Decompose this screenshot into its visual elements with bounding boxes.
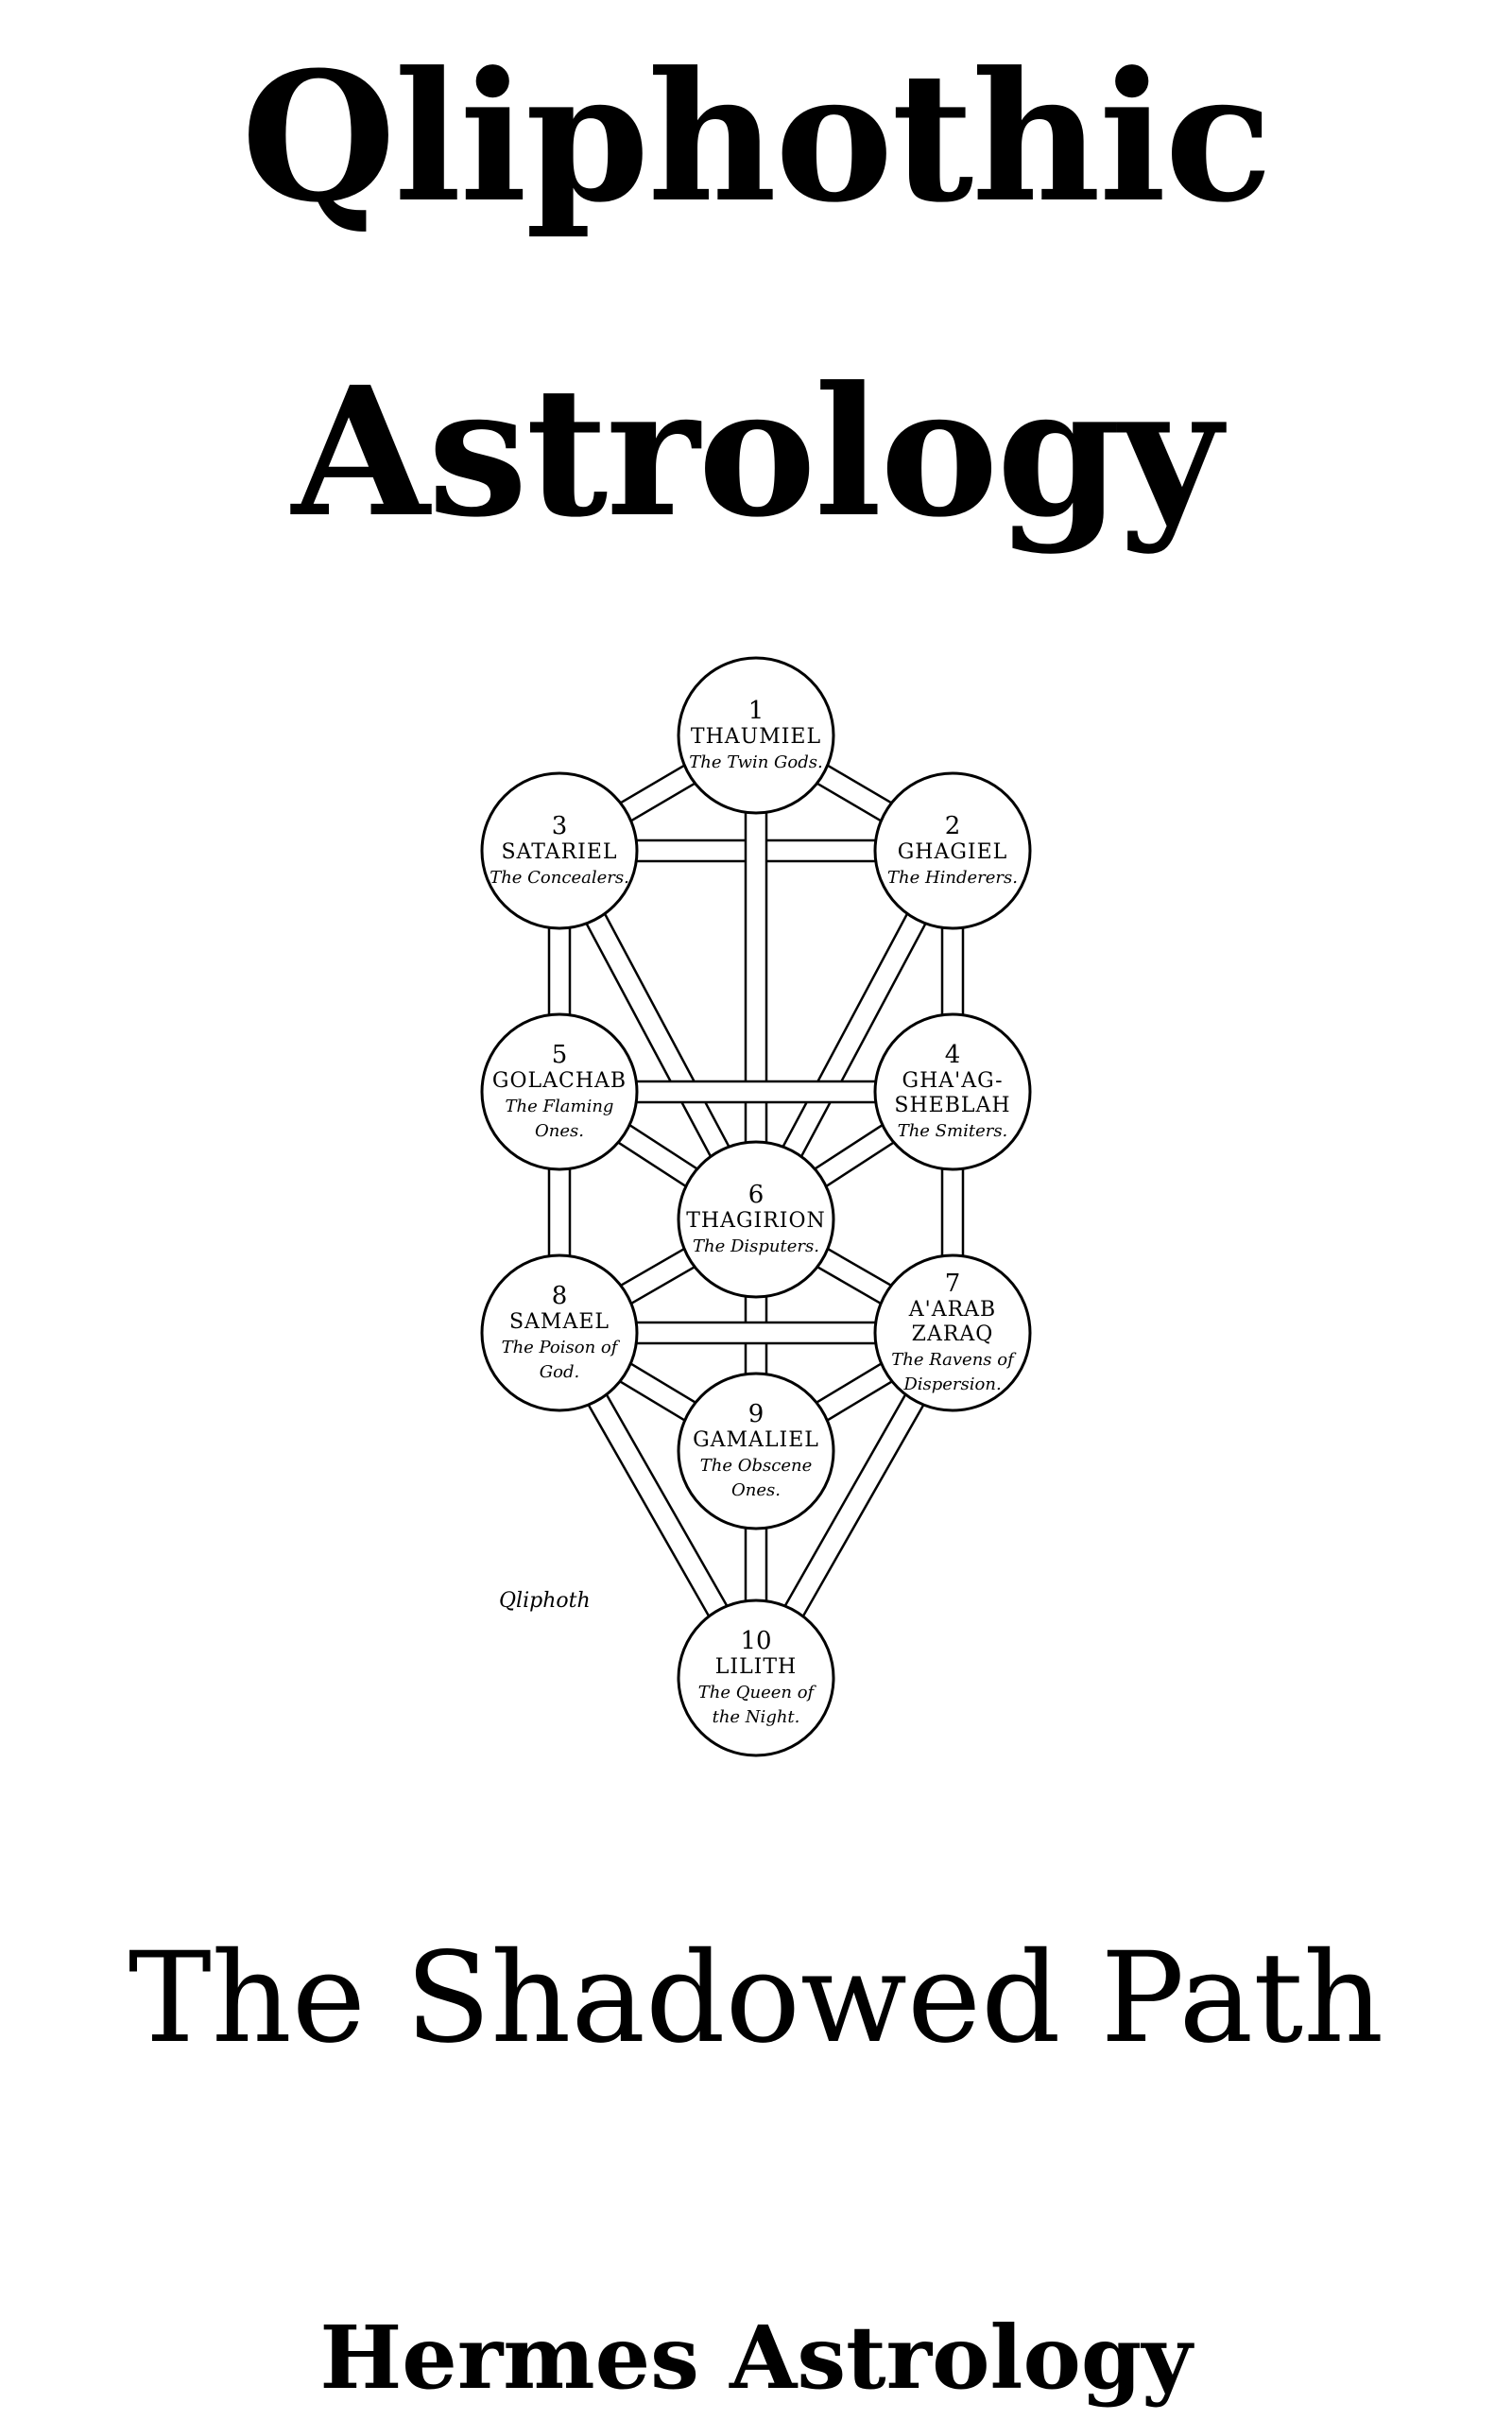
sphere-number: 6 [748, 1181, 765, 1209]
sphere-circle [677, 656, 835, 815]
sphere-desc: The Poison of [502, 1338, 621, 1357]
sphere-name: GHA'AG- [902, 1069, 1004, 1093]
sphere-desc: The Obscene [700, 1456, 812, 1476]
title-line-1: Qliphothic [241, 33, 1273, 242]
path-5-8 [547, 1160, 572, 1265]
sphere-name: GOLACHAB [492, 1069, 627, 1093]
sphere-circle [480, 771, 639, 930]
sphere-name2: ZARAQ [912, 1322, 994, 1346]
sphere-desc: The Hinderers. [887, 868, 1018, 888]
sphere-desc: The Disputers. [693, 1236, 819, 1256]
sphere-desc: The Flaming [506, 1097, 614, 1116]
sphere-name2: SHEBLAH [894, 1094, 1010, 1117]
diagram-caption: Qliphoth [499, 1589, 591, 1613]
author-name: Hermes Astrology [319, 2307, 1193, 2409]
sphere-number: 10 [740, 1627, 771, 1655]
sphere-desc: The Smiters. [898, 1121, 1008, 1141]
sphere-circle [873, 1012, 1032, 1171]
sphere-desc: The Ravens of [891, 1350, 1017, 1370]
sphere-number: 9 [748, 1400, 765, 1428]
path-2-4 [940, 919, 965, 1024]
path-4-7 [940, 1160, 965, 1265]
sphere-desc: The Queen of [698, 1683, 817, 1703]
sphere-name: SAMAEL [509, 1310, 610, 1334]
path-9-10 [744, 1519, 768, 1610]
sphere-desc2: the Night. [713, 1707, 800, 1727]
sphere-number: 3 [552, 812, 568, 840]
sphere-circle [873, 771, 1032, 930]
title-line-2: Astrology [291, 348, 1223, 557]
sphere-name: A'ARAB [908, 1298, 996, 1322]
sphere-name: THAGIRION [686, 1209, 826, 1233]
sphere-desc: The Twin Gods. [689, 752, 823, 772]
subtitle: The Shadowed Path [128, 1926, 1384, 2071]
sphere-desc2: Dispersion. [902, 1374, 1001, 1394]
sphere-number: 8 [552, 1282, 568, 1310]
sphere-desc2: God. [540, 1362, 579, 1382]
sphere-name: GAMALIEL [693, 1428, 819, 1452]
sphere-number: 4 [945, 1041, 961, 1069]
sphere-circle [480, 1012, 639, 1171]
sphere-number: 5 [552, 1041, 568, 1069]
sphere-desc: The Concealers. [490, 868, 629, 888]
sphere-circle [677, 1599, 835, 1757]
sphere-name: GHAGIEL [898, 840, 1008, 864]
sphere-circle [677, 1372, 835, 1530]
sphere-number: 2 [945, 812, 961, 840]
path-7-8 [627, 1321, 885, 1345]
sphere-circle [873, 1253, 1032, 1412]
path-4-5 [627, 1080, 885, 1104]
sphere-number: 7 [945, 1270, 961, 1298]
sphere-name: SATARIEL [501, 840, 617, 864]
sphere-desc2: Ones. [535, 1121, 584, 1141]
sphere-desc2: Ones. [731, 1480, 781, 1500]
sphere-circle [480, 1253, 639, 1412]
path-3-5 [547, 919, 572, 1024]
sphere-name: THAUMIEL [691, 725, 821, 749]
sphere-number: 1 [748, 697, 765, 725]
sphere-circle [677, 1140, 835, 1299]
sphere-name: LILITH [715, 1655, 797, 1679]
